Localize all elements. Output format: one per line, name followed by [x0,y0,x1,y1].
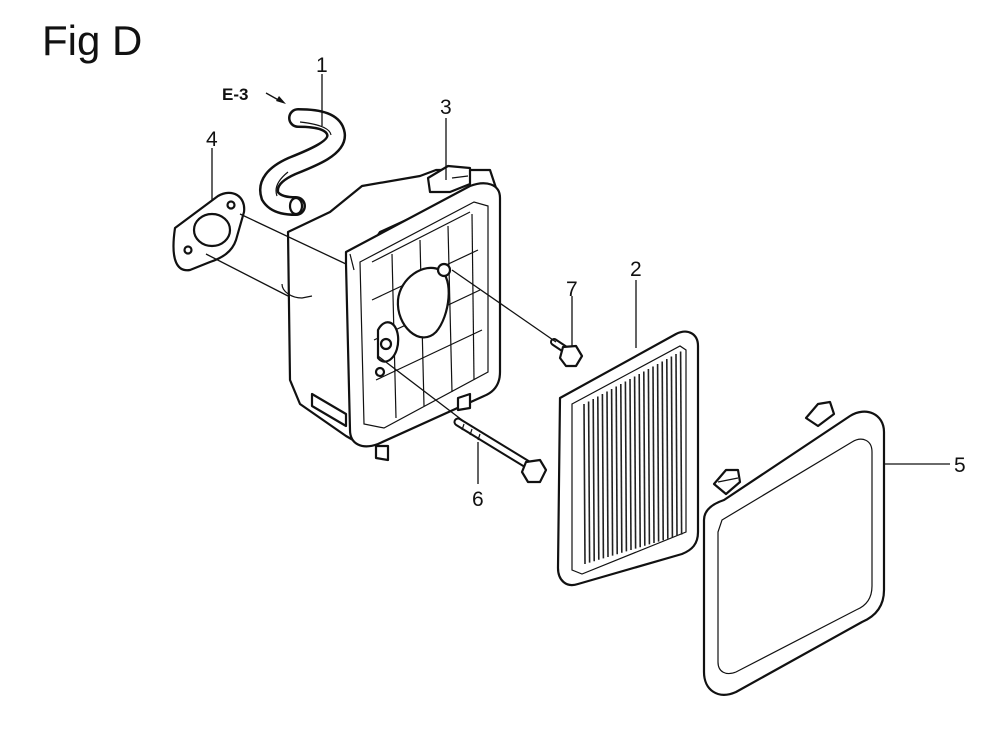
filter-pleat [652,366,655,544]
reference-label: E-3 [222,85,248,104]
filter-pleat [670,356,674,538]
filter-pleat [583,403,586,565]
filter-pleat [601,393,605,559]
figure-title: Fig D [42,17,143,64]
callout-2: 2 [630,258,642,281]
filter-pleat [656,363,660,542]
part-gasket [172,191,246,272]
filter-pleat [675,353,678,537]
filter-pleat [643,371,646,546]
callout-4: 4 [206,128,218,151]
leader-lines [205,74,950,484]
filter-pleats [583,351,683,565]
part-long-bolt [453,417,548,484]
filter-pleat [661,361,664,541]
part-small-bolt [550,338,584,368]
filter-pleat [629,378,632,551]
filter-pleat [610,388,614,556]
filter-pleat [647,368,651,545]
filter-pleat [587,401,591,563]
filter-pleat [615,386,618,555]
filter-pleat [624,381,628,552]
callout-6: 6 [472,488,484,511]
part-air-cleaner-cover [702,400,886,696]
callout-1: 1 [316,54,328,77]
filter-pleat [679,351,683,535]
filter-pleat [620,383,623,553]
filter-pleat [666,358,669,539]
filter-pleat [606,391,609,558]
part-air-filter [556,330,700,587]
filter-pleat [592,398,595,562]
callout-7: 7 [566,278,578,301]
reference-arrow [265,92,286,104]
part-breather-tube [259,108,346,216]
callout-5: 5 [954,454,966,477]
filter-pleat [597,396,600,560]
filter-pleat [633,376,637,549]
part-air-cleaner-case [281,164,502,462]
filter-pleat [638,373,641,548]
callout-3: 3 [440,96,452,119]
